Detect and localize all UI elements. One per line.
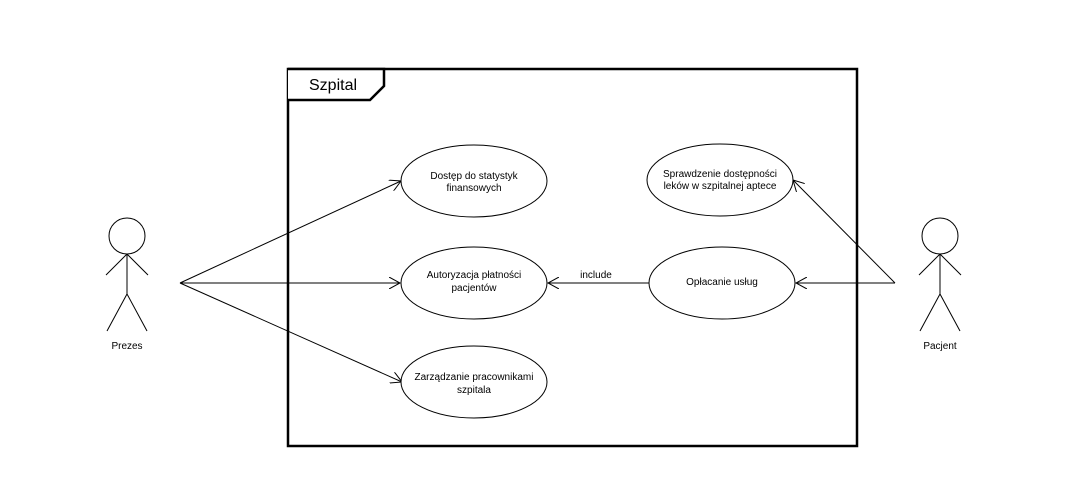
use-case-ellipse <box>400 246 548 320</box>
use-case-label-line1: Sprawdzenie dostępności <box>663 169 777 180</box>
association-prezes-statystyki <box>179 181 401 284</box>
actor-leg-right <box>939 293 961 332</box>
system-title: Szpital <box>309 77 357 94</box>
actor-head <box>921 217 959 255</box>
use-case-label-line1: Dostęp do statystyk <box>430 171 518 182</box>
system-frame <box>286 67 859 448</box>
pacjent-associations <box>793 180 896 284</box>
association-prezes-zarzadzanie <box>179 282 402 382</box>
use-case-ellipse <box>400 144 548 218</box>
actor-prezes <box>105 217 149 332</box>
system-boundary: Szpital <box>286 67 859 448</box>
use-case-label-line1: Autoryzacja płatności <box>427 270 522 281</box>
actor-leg-right <box>126 293 148 332</box>
use-case-label-line2: pacjentów <box>451 283 497 294</box>
use-case-label-line2: finansowych <box>446 183 501 194</box>
use-case-oplacanie: Opłacanie usług <box>648 246 796 320</box>
actor-pacjent <box>918 217 962 332</box>
use-case-label-line1: Opłacanie usług <box>686 277 758 288</box>
use-case-ellipse <box>648 246 796 320</box>
include-label: include <box>580 270 612 281</box>
use-case-ellipse <box>646 143 794 217</box>
actor-prezes-label: Prezes <box>111 341 142 352</box>
prezes-associations <box>179 181 402 382</box>
actor-arm-right <box>126 253 149 276</box>
use-case-label-line1: Zarządzanie pracownikami <box>415 372 534 383</box>
use-case-autoryzacja: Autoryzacja płatności pacjentów <box>400 246 548 320</box>
actor-pacjent-label: Pacjent <box>923 341 957 352</box>
actor-arm-right <box>939 253 962 276</box>
use-case-ellipse <box>400 345 548 419</box>
use-case-label-line2: szpitala <box>457 385 491 396</box>
actor-leg-left <box>106 293 128 332</box>
include-relation: include <box>548 270 649 283</box>
actor-arm-left <box>918 253 941 276</box>
system-title-tab <box>288 67 386 102</box>
association-pacjent-leki <box>793 180 896 284</box>
use-case-zarzadzanie: Zarządzanie pracownikami szpitala <box>400 345 548 419</box>
use-case-leki: Sprawdzenie dostępności leków w szpitaln… <box>646 143 794 217</box>
use-case-label-line2: leków w szpitalnej aptece <box>664 181 777 192</box>
actor-arm-left <box>105 253 128 276</box>
actor-leg-left <box>919 293 941 332</box>
use-case-statystyki: Dostęp do statystyk finansowych <box>400 144 548 218</box>
actor-head <box>108 217 146 255</box>
